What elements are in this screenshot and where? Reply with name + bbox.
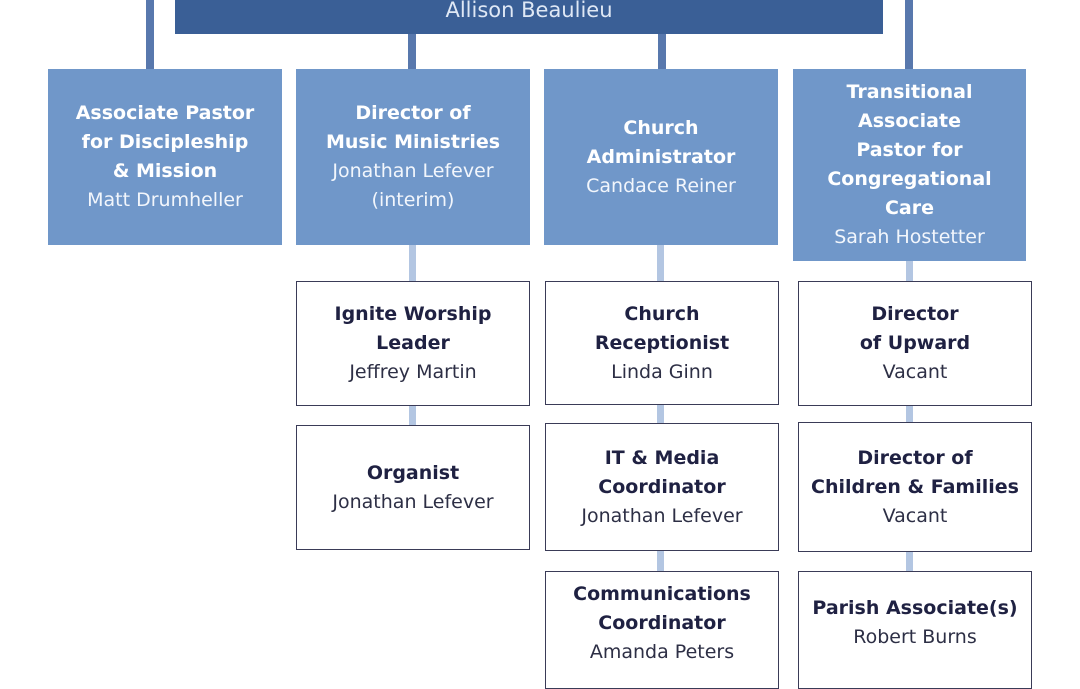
connector-line	[906, 261, 913, 281]
connector-line	[408, 33, 416, 70]
connector-line	[657, 245, 664, 281]
person-name: Amanda Peters	[589, 640, 735, 663]
person-name: Matt Drumheller	[87, 189, 243, 211]
connector-line	[658, 33, 666, 70]
position-title: Director of Children & Families	[811, 446, 1019, 498]
connector-line	[906, 552, 913, 571]
position-title: IT & Media Coordinator	[598, 446, 726, 498]
parish-associates-box: Parish Associate(s) Robert Burns	[798, 571, 1032, 689]
position-title: Church Administrator	[586, 116, 736, 168]
person-name: Vacant	[882, 361, 948, 383]
transitional-associate-pastor-box: Transitional Associate Pastor for Congre…	[793, 69, 1026, 261]
ignite-worship-leader-box: Ignite Worship Leader Jeffrey Martin	[296, 281, 530, 406]
church-receptionist-box: Church Receptionist Linda Ginn	[545, 281, 779, 405]
director-music-ministries-box: Director of Music Ministries Jonathan Le…	[296, 69, 530, 245]
person-name: Jonathan Lefever	[581, 504, 743, 527]
connector-line	[905, 0, 913, 70]
organist-box: Organist Jonathan Lefever	[296, 425, 530, 550]
person-name: Sarah Hostetter	[834, 226, 985, 248]
person-name: Jonathan Lefever	[332, 490, 494, 513]
communications-coordinator-box: Communications Coordinator Amanda Peters	[545, 571, 779, 689]
person-name: Vacant	[882, 504, 948, 527]
position-title: Communications Coordinator	[573, 582, 751, 634]
associate-pastor-discipleship-box: Associate Pastor for Discipleship & Miss…	[48, 69, 282, 245]
position-title: Parish Associate(s)	[812, 597, 1018, 619]
top-leader-name: Allison Beaulieu	[445, 0, 613, 22]
person-name: Jeffrey Martin	[349, 361, 477, 383]
position-title: Director of Upward	[859, 303, 971, 354]
connector-line	[409, 406, 416, 425]
person-name: Robert Burns	[853, 626, 977, 648]
person-name: Candace Reiner	[586, 174, 736, 197]
director-children-families-box: Director of Children & Families Vacant	[798, 422, 1032, 552]
top-leader-box: Allison Beaulieu	[175, 0, 883, 34]
director-of-upward-box: Director of Upward Vacant	[798, 281, 1032, 406]
it-media-coordinator-box: IT & Media Coordinator Jonathan Lefever	[545, 423, 779, 551]
connector-line	[906, 406, 913, 422]
position-title: Organist	[366, 461, 460, 484]
position-title: Transitional Associate Pastor for Congre…	[827, 81, 992, 219]
position-title: Church Receptionist	[594, 302, 730, 354]
connector-line	[146, 0, 154, 70]
connector-line	[657, 551, 664, 571]
person-name: Jonathan Lefever (interim)	[332, 160, 494, 211]
church-administrator-box: Church Administrator Candace Reiner	[544, 69, 778, 245]
person-name: Linda Ginn	[611, 360, 713, 383]
position-title: Ignite Worship Leader	[334, 303, 492, 354]
connector-line	[657, 405, 664, 423]
position-title: Director of Music Ministries	[325, 102, 501, 153]
connector-line	[409, 245, 416, 281]
position-title: Associate Pastor for Discipleship & Miss…	[75, 102, 255, 182]
